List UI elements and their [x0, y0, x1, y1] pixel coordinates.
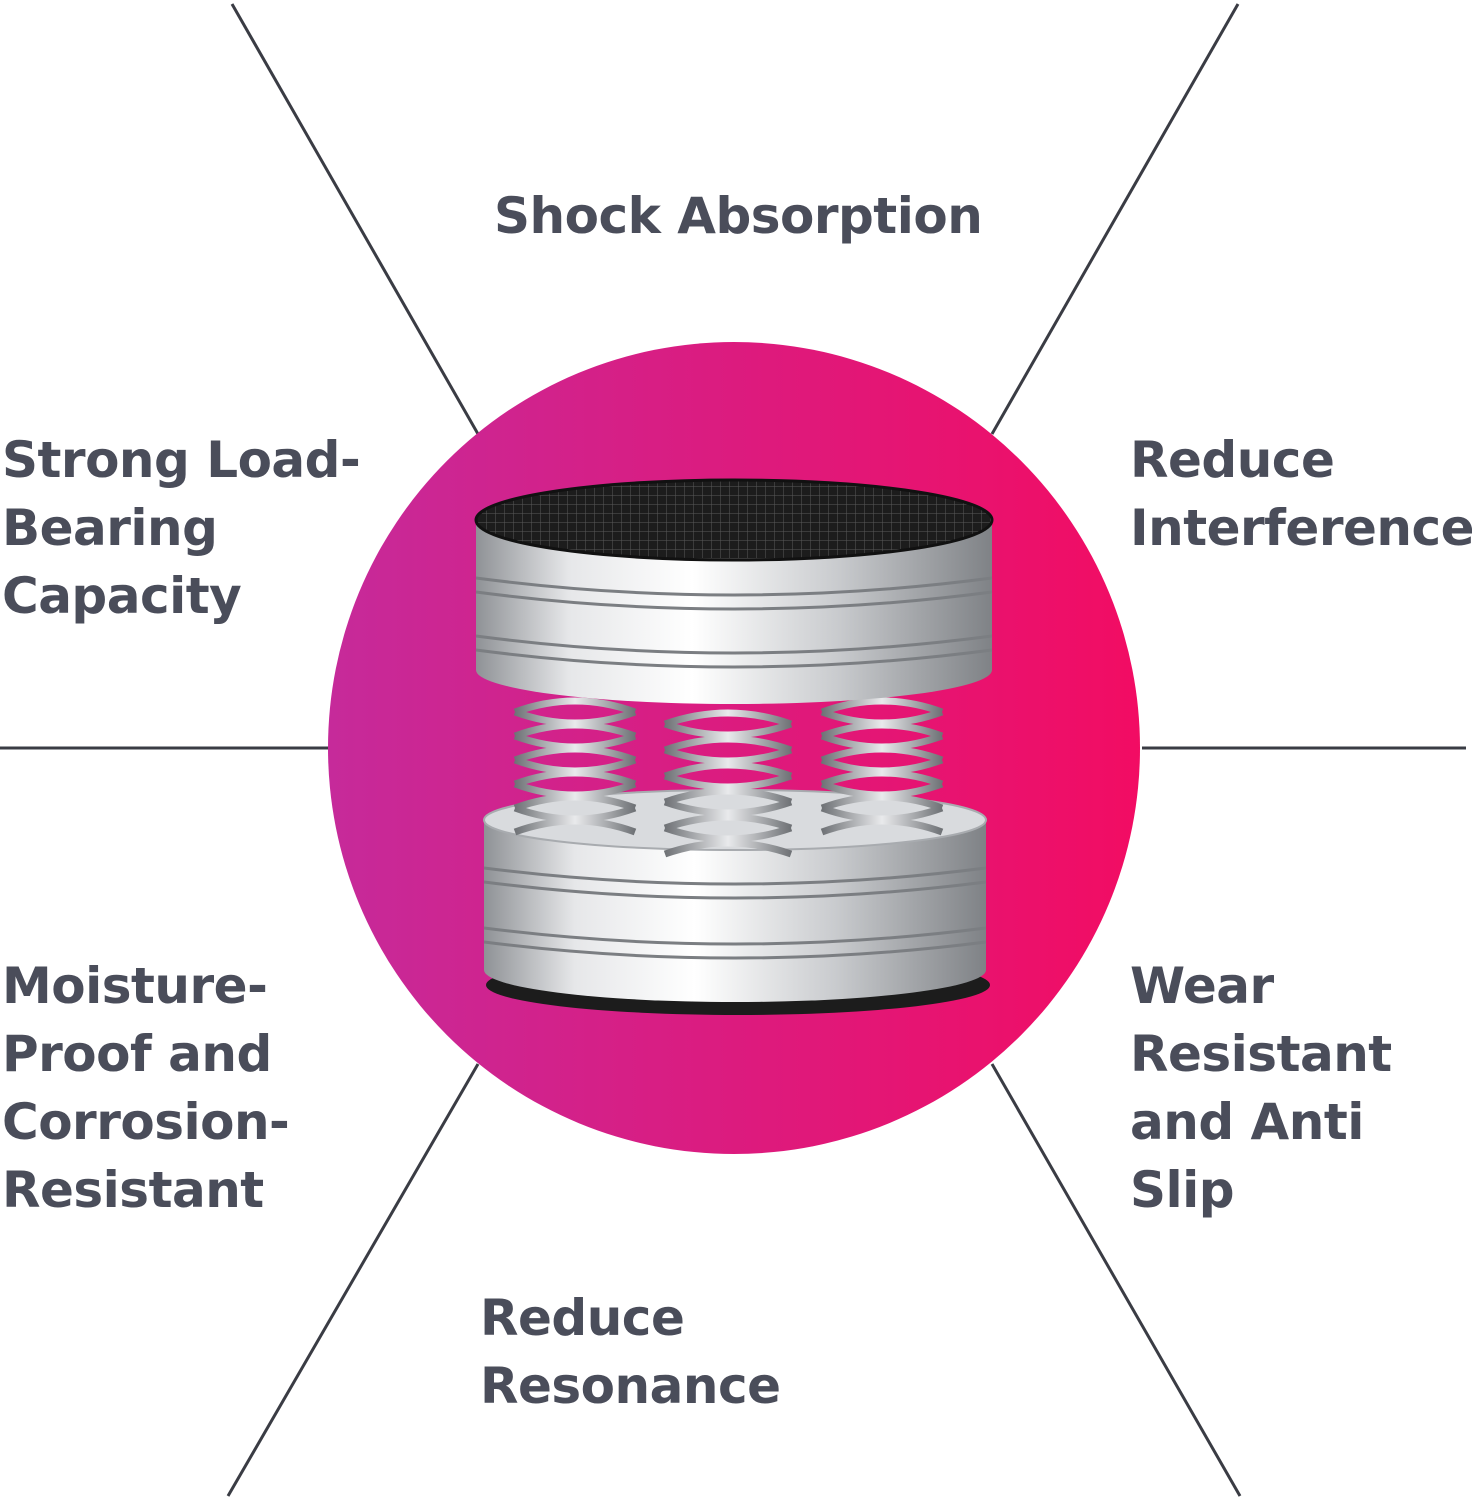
spring-right — [820, 697, 944, 836]
spoke-lower-right — [990, 1063, 1242, 1497]
top-mesh-pad — [474, 478, 994, 562]
spring-left — [513, 697, 637, 836]
feature-reduce-resonance: Reduce Resonance — [480, 1289, 781, 1415]
spoke-lower-left — [226, 1063, 480, 1497]
feature-load-bearing: Strong Load- Bearing Capacity — [2, 431, 361, 625]
spoke-upper-left — [230, 3, 480, 435]
feature-shock-absorption: Shock Absorption — [494, 187, 983, 245]
spring-center — [663, 709, 793, 858]
feature-reduce-interference: Reduce Interference — [1130, 431, 1472, 557]
highlight-circle — [328, 342, 1140, 1154]
spring-foot-illustration — [474, 478, 994, 1015]
springs — [513, 697, 944, 858]
feature-wear-resistant: Wear Resistant and Anti Slip — [1130, 957, 1392, 1219]
feature-moisture-proof: Moisture- Proof and Corrosion- Resistant — [2, 957, 290, 1219]
spoke-lines — [0, 3, 1466, 1497]
spoke-upper-right — [990, 3, 1240, 435]
